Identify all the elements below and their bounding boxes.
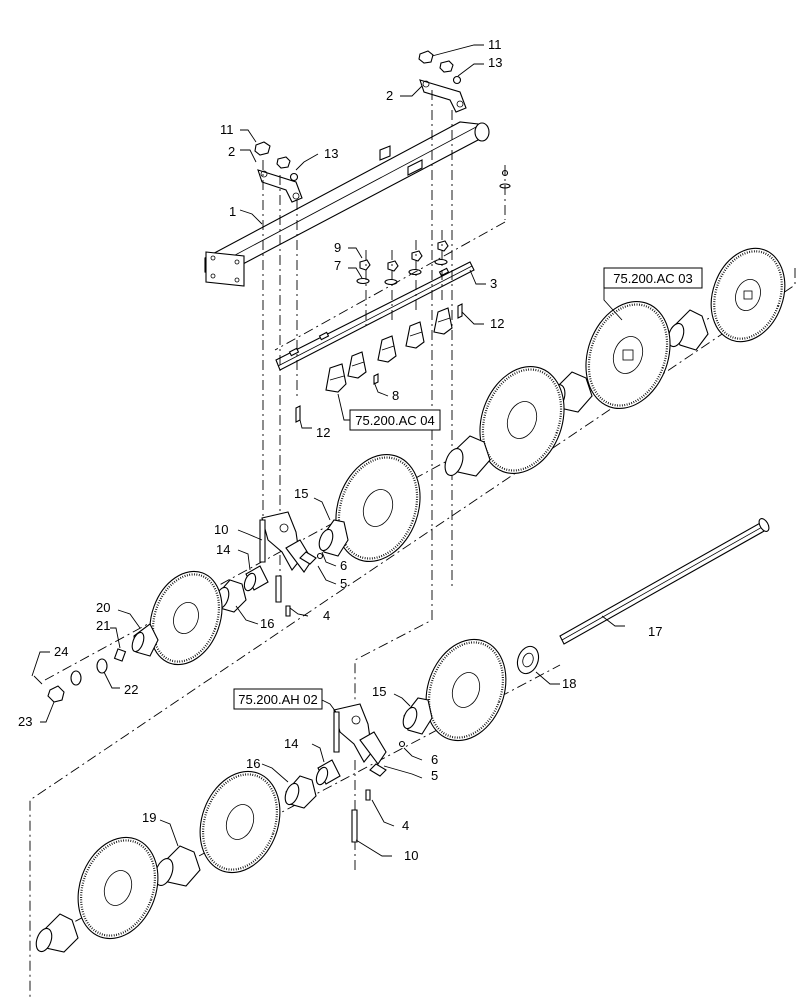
callout-15a: 15 [294,486,308,501]
callout-6a: 6 [340,558,347,573]
scraper-hardware [356,240,449,286]
scraper-bar [275,261,475,371]
callout-4a: 4 [323,608,330,623]
callout-20: 20 [96,600,110,615]
callout-2b: 2 [386,88,393,103]
callout-14b: 14 [284,736,298,751]
reference-ah02[interactable]: 75.200.AH 02 [233,688,323,710]
callout-16a: 16 [260,616,274,631]
callout-24: 24 [54,644,68,659]
callout-9: 9 [334,240,341,255]
callout-5b: 5 [431,768,438,783]
callout-11a: 11 [220,122,234,137]
reference-ac04[interactable]: 75.200.AC 04 [349,409,441,431]
gang-shaft [516,518,770,675]
callout-2a: 2 [228,144,235,159]
callout-3: 3 [490,276,497,291]
callout-18: 18 [562,676,576,691]
callout-8: 8 [392,388,399,403]
lower-disc-gang [35,638,507,953]
callout-22: 22 [124,682,138,697]
callout-12b: 12 [316,425,330,440]
reference-ac04-label: 75.200.AC 04 [355,413,435,428]
callout-15b: 15 [372,684,386,699]
callout-19: 19 [142,810,156,825]
callout-11b: 11 [488,37,502,52]
callout-12a: 12 [490,316,504,331]
frame-tube [204,121,490,287]
reference-ah02-label: 75.200.AH 02 [238,692,318,707]
leader-lines [31,44,625,857]
callout-13a: 13 [324,146,338,161]
scrapers [295,303,463,423]
callout-16b: 16 [246,756,260,771]
callout-10a: 10 [214,522,228,537]
bracket-left [257,169,303,203]
callout-23: 23 [18,714,32,729]
callout-14a: 14 [216,542,230,557]
callout-7: 7 [334,258,341,273]
bracket-right [419,79,467,113]
callout-13b: 13 [488,55,502,70]
callout-10b: 10 [404,848,418,863]
callout-6b: 6 [431,752,438,767]
callout-5a: 5 [340,576,347,591]
callouts: 1 2 2 3 4 4 5 5 6 6 7 8 9 10 10 11 11 12… [18,37,662,863]
callout-4b: 4 [402,818,409,833]
reference-ac03-label: 75.200.AC 03 [613,271,693,286]
callout-21: 21 [96,618,110,633]
callout-17: 17 [648,624,662,639]
upper-disc-gang [33,247,786,703]
reference-ac03[interactable]: 75.200.AC 03 [603,267,703,289]
callout-1: 1 [229,204,236,219]
